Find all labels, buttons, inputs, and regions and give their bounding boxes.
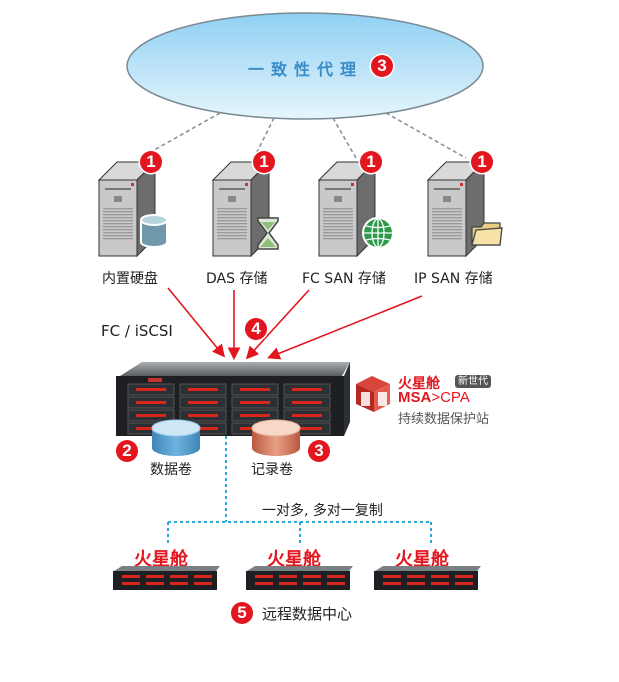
- remote-brand-3: 火星舱: [395, 549, 449, 569]
- server-ip-san: [426, 160, 516, 260]
- log-volume-label: 记录卷: [251, 462, 293, 478]
- replication-label: 一对多, 多对一复制: [262, 503, 383, 519]
- proxy-ellipse: [126, 12, 484, 120]
- log-volume-badge: 3: [308, 440, 330, 462]
- rack-server-icon: [113, 566, 220, 590]
- drive-handle: [292, 414, 322, 417]
- globe-icon: [362, 217, 394, 249]
- folder-icon: [471, 222, 503, 246]
- rack-server-icon: [246, 566, 353, 590]
- drive-handle: [240, 388, 270, 391]
- drive-handle: [292, 401, 322, 404]
- product-model: MSA>CPA: [398, 389, 470, 406]
- proxy-link-2: [253, 117, 275, 159]
- main-appliance: [116, 362, 350, 436]
- server-2-badge: 1: [253, 151, 275, 173]
- drive-handle: [136, 401, 166, 404]
- drive-handle: [292, 388, 322, 391]
- drive-handle: [188, 414, 218, 417]
- drive-handle: [240, 414, 270, 417]
- server-tower-icon: [426, 160, 486, 258]
- product-cube-icon: [356, 376, 390, 412]
- model-prefix: MSA: [398, 389, 432, 406]
- drive-handle: [136, 388, 166, 391]
- proxy-link-4: [385, 112, 467, 159]
- database-cylinder-icon: [140, 214, 168, 248]
- edition-tag: 新世代: [455, 375, 491, 388]
- product-subtitle: 持续数据保护站: [398, 412, 490, 427]
- proxy-title: 一致性代理: [248, 60, 364, 79]
- server-1-label: 内置硬盘: [102, 271, 158, 287]
- server-4-badge: 1: [471, 151, 493, 173]
- drive-handle: [188, 427, 218, 430]
- drive-handle: [188, 388, 218, 391]
- remote-appliance-3: 火星舱: [373, 545, 483, 590]
- drive-handle: [136, 427, 166, 430]
- arrow-from-internal-disk: [167, 287, 226, 358]
- arrow-from-fc-san: [245, 289, 310, 360]
- model-suffix: >CPA: [431, 389, 470, 406]
- server-fc-san: [317, 160, 407, 260]
- server-internal-disk: [97, 160, 187, 260]
- server-4-label: IP SAN 存储: [414, 271, 493, 287]
- connection-badge: 4: [245, 318, 267, 340]
- remote-appliance-2: 火星舱: [245, 545, 355, 590]
- product-brand: 火星舱: [398, 375, 440, 391]
- drive-handle: [188, 401, 218, 404]
- proxy-badge: 3: [371, 55, 393, 77]
- remote-brand-1: 火星舱: [134, 549, 188, 569]
- remote-appliance-1: 火星舱: [112, 545, 222, 590]
- product-logo: 火星舱 新世代 MSA>CPA 持续数据保护站: [352, 372, 512, 427]
- arrow-from-ip-san: [267, 295, 423, 360]
- drive-handle: [292, 427, 322, 430]
- server-3-badge: 1: [360, 151, 382, 173]
- proxy-link-3: [332, 117, 357, 159]
- drive-handle: [136, 414, 166, 417]
- server-1-badge: 1: [140, 151, 162, 173]
- log-volume-icon: [251, 419, 301, 456]
- hourglass-icon: [257, 217, 279, 250]
- server-das: [211, 160, 301, 260]
- remote-badge: 5: [231, 602, 253, 624]
- server-3-label: FC SAN 存储: [302, 271, 386, 287]
- remote-brand-2: 火星舱: [267, 549, 321, 569]
- rack-server-icon: [374, 566, 481, 590]
- remote-label: 远程数据中心: [262, 605, 353, 623]
- drive-handle: [240, 401, 270, 404]
- protocol-label: FC / iSCSI: [101, 322, 173, 340]
- proxy-link-1: [139, 112, 221, 159]
- server-tower-icon: [211, 160, 271, 258]
- data-volume-badge: 2: [116, 440, 138, 462]
- server-2-label: DAS 存储: [206, 271, 268, 287]
- data-volume-label: 数据卷: [150, 462, 192, 478]
- data-volume-icon: [151, 419, 201, 456]
